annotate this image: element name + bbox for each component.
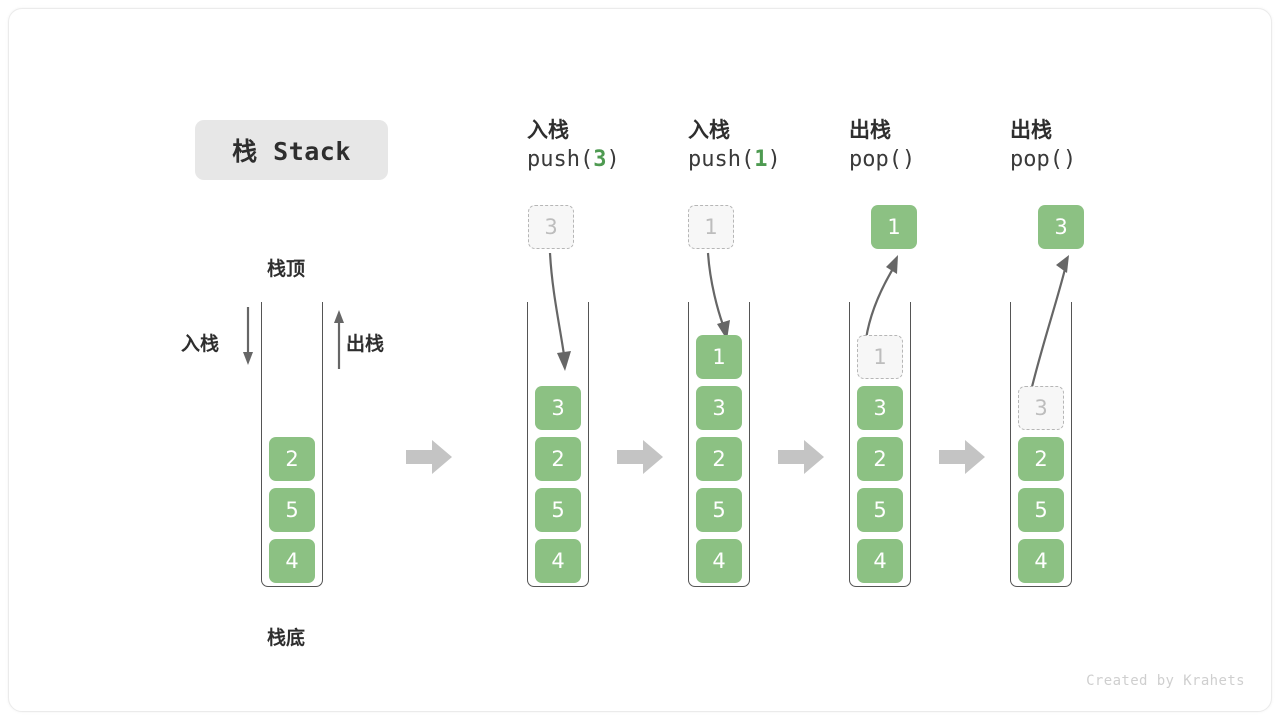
stack-element: 4 — [1018, 539, 1064, 583]
page-title: 栈 Stack — [195, 120, 388, 180]
stack-top-label: 栈顶 — [267, 258, 306, 280]
stack-step-push-1: 4 5 2 3 1 — [688, 302, 750, 587]
stack-element: 5 — [269, 488, 315, 532]
stack-bottom-label: 栈底 — [267, 627, 306, 649]
push-direction-arrow-icon — [243, 307, 253, 365]
code-prefix: push( — [688, 146, 755, 172]
step-caption-code: pop() — [849, 145, 1019, 174]
stack-element: 5 — [857, 488, 903, 532]
stack-items-pop-3: 4 5 2 3 — [1010, 379, 1072, 587]
push-arrow-icon-3 — [548, 252, 571, 371]
stack-element: 4 — [696, 539, 742, 583]
floating-element-push-3: 3 — [528, 205, 574, 249]
stack-step-push-3: 4 5 2 3 — [527, 302, 589, 587]
floating-element-push-1: 1 — [688, 205, 734, 249]
stack-element-ghost: 3 — [1018, 386, 1064, 430]
step-caption-pop-3: 出栈 pop() — [1010, 117, 1180, 174]
stack-element: 2 — [857, 437, 903, 481]
step-arrow-icon-3 — [778, 440, 824, 474]
code-argument: 1 — [754, 146, 768, 172]
step-caption-code: pop() — [1010, 145, 1180, 174]
step-arrow-icon-4 — [939, 440, 985, 474]
code-suffix: ) — [606, 146, 620, 172]
floating-element-pop-1: 1 — [871, 205, 917, 249]
stack-items-push-1: 4 5 2 3 1 — [688, 328, 750, 587]
step-arrow-icon-2 — [617, 440, 663, 474]
stack-element: 2 — [1018, 437, 1064, 481]
stack-items-push-3: 4 5 2 3 — [527, 379, 589, 587]
pop-direction-label: 出栈 — [346, 333, 385, 355]
stack-element: 2 — [696, 437, 742, 481]
stack-frame — [527, 302, 589, 587]
step-caption-code: push(1) — [688, 145, 858, 174]
stack-frame — [1010, 302, 1072, 587]
code-suffix: ) — [1062, 146, 1077, 172]
stack-frame — [261, 302, 323, 587]
code-argument: 3 — [593, 146, 607, 172]
step-arrow-icon-1 — [406, 440, 452, 474]
pop-arrow-icon-3 — [1029, 255, 1069, 392]
step-caption-push-3: 入栈 push(3) — [527, 117, 697, 174]
step-caption-push-1: 入栈 push(1) — [688, 117, 858, 174]
step-caption-cn: 出栈 — [1010, 118, 1052, 142]
step-caption-cn: 出栈 — [849, 118, 891, 142]
stack-element: 5 — [696, 488, 742, 532]
push-direction-label: 入栈 — [181, 333, 220, 355]
stack-step-pop-3: 4 5 2 3 — [1010, 302, 1072, 587]
code-suffix: ) — [901, 146, 916, 172]
diagram-card: 栈 Stack Created by Krahets 4 5 2 栈顶 栈底 入栈 … — [8, 8, 1272, 712]
stack-element: 4 — [535, 539, 581, 583]
code-suffix: ) — [767, 146, 781, 172]
stack-element: 3 — [696, 386, 742, 430]
pop-direction-arrow-icon — [334, 310, 344, 369]
stack-element: 2 — [269, 437, 315, 481]
stack-element: 3 — [535, 386, 581, 430]
stack-element: 2 — [535, 437, 581, 481]
pop-arrow-icon-1 — [864, 255, 898, 340]
step-caption-cn: 入栈 — [527, 118, 569, 142]
stack-element: 1 — [696, 335, 742, 379]
stack-element: 4 — [269, 539, 315, 583]
stack-element: 5 — [535, 488, 581, 532]
stack-element: 5 — [1018, 488, 1064, 532]
stack-step-pop-1: 4 5 2 3 1 — [849, 302, 911, 587]
code-prefix: pop( — [1010, 146, 1063, 172]
stack-step-initial: 4 5 2 — [261, 302, 323, 587]
stack-items-pop-1: 4 5 2 3 1 — [849, 328, 911, 587]
stack-frame — [688, 302, 750, 587]
code-prefix: pop( — [849, 146, 902, 172]
stack-items-initial: 4 5 2 — [261, 430, 323, 587]
floating-element-pop-3: 3 — [1038, 205, 1084, 249]
code-prefix: push( — [527, 146, 594, 172]
stack-element: 3 — [857, 386, 903, 430]
step-caption-cn: 入栈 — [688, 118, 730, 142]
step-caption-pop-1: 出栈 pop() — [849, 117, 1019, 174]
step-caption-code: push(3) — [527, 145, 697, 174]
stack-element: 4 — [857, 539, 903, 583]
credit-text: Created by Krahets — [1086, 673, 1245, 689]
stack-element-ghost: 1 — [857, 335, 903, 379]
stack-frame — [849, 302, 911, 587]
